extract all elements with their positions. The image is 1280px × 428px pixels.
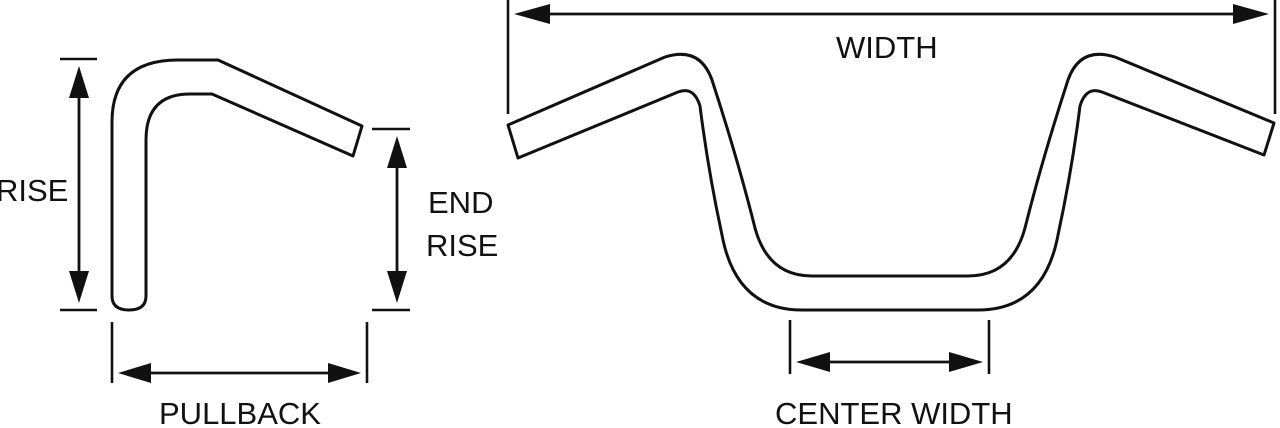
pullback-arrowhead-right [328,363,361,383]
center-width-label: CENTER WIDTH [775,396,1013,428]
pullback-arrowhead-left [118,363,151,383]
rise-arrowhead-top [69,66,89,98]
end-rise-arrowhead-top [387,136,407,168]
front-view: WIDTH CENTER WIDTH [506,0,1277,428]
side-view: RISE END RISE PULLBACK [0,57,498,428]
width-arrowhead-left [514,4,550,24]
end-rise-label-line1: END [428,185,493,220]
center-width-arrowhead-left [796,352,830,372]
rise-arrowhead-bottom [69,271,89,303]
end-rise-arrowhead-bottom [387,271,407,303]
side-view-handlebar-outline [110,58,364,312]
front-view-handlebar-outline [506,52,1276,312]
width-arrowhead-right [1233,4,1269,24]
pullback-label: PULLBACK [159,396,321,428]
end-rise-label-line2: RISE [426,228,498,263]
width-label: WIDTH [836,30,938,65]
rise-label: RISE [0,173,68,208]
center-width-arrowhead-right [949,352,983,372]
